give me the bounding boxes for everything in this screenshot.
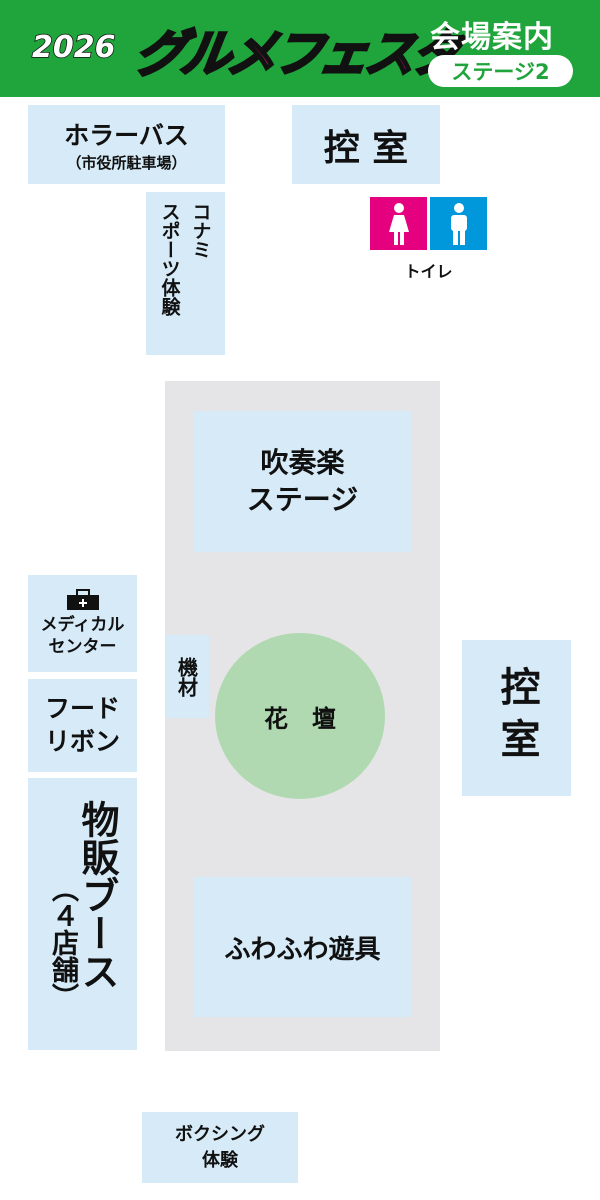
konami-sports-area[interactable]: コナミ スポーツ体験 <box>146 192 225 355</box>
women-toilet-icon <box>370 197 427 250</box>
merch-sub-label: （４店舗） <box>47 875 78 1010</box>
bouncy-label: ふわふわ遊具 <box>224 934 381 965</box>
food-ribbon-label: フード <box>44 694 120 723</box>
food-ribbon-sub-label: リボン <box>44 726 120 756</box>
medical-center[interactable]: メディカル センター <box>28 575 137 672</box>
boxing-label: ボクシング <box>175 1124 265 1146</box>
merch-booth[interactable]: 物販ブース （４店舗） <box>28 778 137 1050</box>
horror-bus-area[interactable]: ホラーバス （市役所駐車場） <box>28 105 225 184</box>
equipment-area[interactable]: 機材 <box>165 635 209 718</box>
boxing-area[interactable]: ボクシング 体験 <box>142 1112 298 1183</box>
brass-band-stage[interactable]: 吹奏楽 ステージ <box>194 411 411 552</box>
horror-bus-label: ホラーバス <box>64 121 189 150</box>
year-label: 2026 <box>31 29 116 66</box>
brass-band-sub-label: ステージ <box>246 482 359 516</box>
waiting-room-right[interactable]: 控室 <box>462 640 571 796</box>
waiting-room-top-label: 控 室 <box>323 127 409 169</box>
medical-sub-label: センター <box>48 636 117 657</box>
men-toilet-icon <box>430 197 487 250</box>
flowerbed-label: 花 壇 <box>264 704 336 733</box>
boxing-sub-label: 体験 <box>202 1149 238 1171</box>
horror-bus-sub: （市役所駐車場） <box>66 154 187 172</box>
bouncy-castle-area[interactable]: ふわふわ遊具 <box>194 877 411 1017</box>
waiting-room-top[interactable]: 控 室 <box>292 105 440 184</box>
event-logo: グルメフェスタ <box>130 24 463 85</box>
stage-badge: ステージ2 <box>428 55 573 87</box>
medical-label: メディカル <box>40 615 125 636</box>
flowerbed: 花 壇 <box>215 633 385 799</box>
merch-label: 物販ブース <box>75 800 119 990</box>
brass-band-label: 吹奏楽 <box>260 446 345 480</box>
header-banner: 2026 グルメフェスタ 会場案内 ステージ2 <box>0 0 600 97</box>
waiting-room-right-label: 控室 <box>493 666 540 770</box>
equipment-label: 機材 <box>174 656 199 697</box>
food-ribbon-area[interactable]: フード リボン <box>28 679 137 772</box>
konami-label: コナミ <box>189 202 212 259</box>
first-aid-kit-icon <box>66 589 99 611</box>
page-title: 会場案内 <box>430 20 554 55</box>
konami-sub-label: スポーツ体験 <box>158 202 181 316</box>
toilet-label: トイレ <box>404 262 453 281</box>
